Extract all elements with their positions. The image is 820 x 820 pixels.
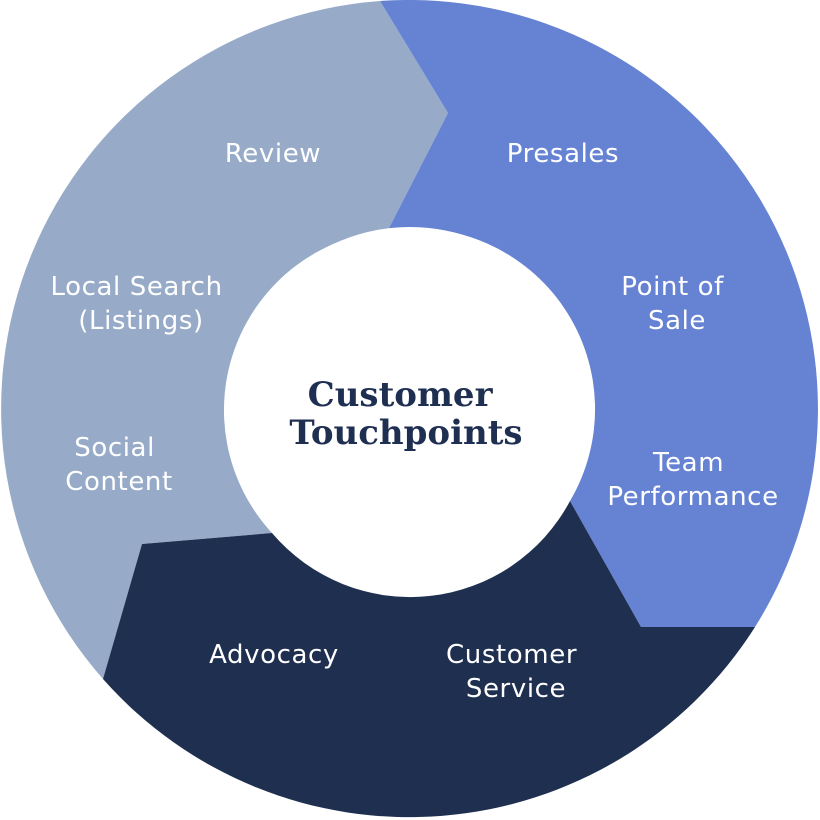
label-local-search-line-1: Local Search [50, 272, 222, 302]
label-presales-line-1: Presales [507, 139, 619, 169]
label-customer-service: Customer Service [446, 640, 586, 704]
center-title-line-2: Touchpoints [289, 413, 522, 453]
label-review-line-1: Review [225, 139, 321, 169]
label-presales: Presales [507, 139, 619, 169]
segment-light [1, 1, 448, 679]
label-social-content-line-1: Social [74, 433, 155, 463]
label-point-of-sale-line-1: Point of [621, 272, 724, 302]
label-team-performance-line-2: Performance [607, 482, 778, 512]
label-review: Review [225, 139, 321, 169]
label-social-content: Social Content [65, 433, 173, 497]
label-advocacy-line-1: Advocacy [209, 640, 339, 670]
label-point-of-sale-line-2: Sale [648, 306, 706, 336]
label-customer-service-line-1: Customer [446, 640, 577, 670]
center-circle [228, 227, 592, 591]
label-customer-service-line-2: Service [466, 674, 566, 704]
label-team-performance: Team Performance [607, 448, 778, 512]
label-team-performance-line-1: Team [652, 448, 724, 478]
segment-dark [103, 501, 755, 818]
label-advocacy: Advocacy [209, 640, 339, 670]
center-title-line-1: Customer [308, 375, 494, 415]
label-local-search-line-2: (Listings) [78, 306, 204, 336]
label-local-search: Local Search (Listings) [50, 272, 231, 336]
center-title: Customer Touchpoints [289, 375, 522, 453]
segment-mid [380, 0, 818, 627]
label-point-of-sale: Point of Sale [621, 272, 733, 336]
label-social-content-line-2: Content [65, 467, 173, 497]
